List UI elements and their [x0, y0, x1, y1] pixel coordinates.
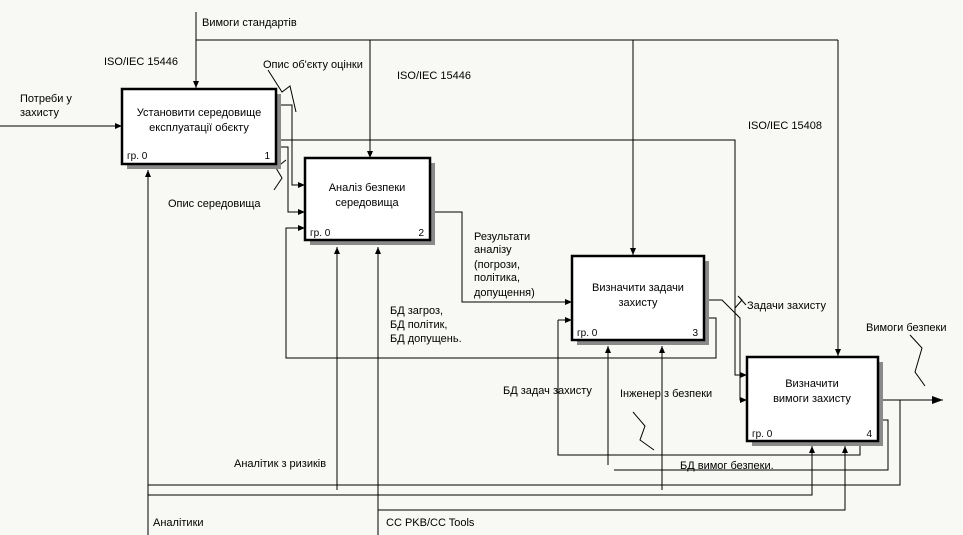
- arrow-analysts-box4: [148, 446, 815, 496]
- box-4-title-2: вимоги захисту: [773, 393, 851, 405]
- box-2[interactable]: [303, 156, 432, 242]
- box-4-number: 4: [866, 429, 872, 440]
- box-3[interactable]: [570, 254, 706, 342]
- box-3-node-ref: гр. 0: [577, 328, 598, 339]
- box-texts: Установити середовище експлуатації обєкт…: [127, 107, 872, 440]
- box-4-node-ref: гр. 0: [752, 429, 773, 440]
- arrow-object-desc: [276, 104, 305, 188]
- box-3-title-1: Визначити задачи: [592, 282, 684, 294]
- box-4[interactable]: [745, 355, 880, 443]
- squiggle-engineer: [632, 411, 655, 451]
- box-4-title-1: Визначити: [785, 378, 839, 390]
- label-security-req: Вимоги безпеки: [866, 322, 947, 334]
- arrow-feedback-box2: [285, 225, 717, 359]
- label-iso-15446-b: ISO/IEC 15446: [397, 70, 471, 82]
- arrow-tools-box4: [378, 446, 848, 511]
- label-results-3: (погрози,: [474, 259, 520, 271]
- box-1-title-1: Установити середовище: [137, 107, 261, 119]
- label-iso-15408: ISO/IEC 15408: [748, 120, 822, 132]
- box-2-title-1: Аналіз безпеки: [329, 182, 406, 194]
- activity-boxes: [120, 87, 883, 446]
- label-protection-needs-2: захисту: [20, 107, 59, 119]
- label-db-threats-3: БД допущень.: [390, 333, 462, 345]
- box-1[interactable]: [120, 87, 278, 166]
- arrow-req-db: [614, 419, 889, 471]
- box-2-title-2: середовища: [335, 197, 399, 209]
- label-db-threats-1: БД загроз,: [390, 305, 443, 317]
- box-1-title-2: експлуатації обєкту: [149, 122, 249, 134]
- arrow-req-return: [148, 400, 901, 486]
- label-security-engineer: Інженер з безпеки: [620, 388, 712, 400]
- label-env-desc: Опис середовища: [168, 198, 261, 210]
- box-3-number: 3: [692, 328, 698, 339]
- label-analysts: Аналітики: [153, 517, 204, 529]
- box-1-node-ref: гр. 0: [127, 151, 148, 162]
- box-2-number: 2: [418, 228, 424, 239]
- label-results-1: Результати: [474, 231, 530, 243]
- arrow-results: [430, 211, 572, 305]
- label-db-tasks: БД задач захисту: [503, 385, 592, 397]
- label-protection-tasks: Задачи захисту: [747, 300, 826, 312]
- label-db-req: БД вимог безпеки.: [680, 460, 774, 472]
- label-results-4: політика,: [474, 272, 520, 284]
- label-protection-needs-1: Потреби у: [20, 93, 72, 105]
- label-results-2: аналізу: [474, 244, 512, 256]
- label-results-5: допущення): [474, 287, 535, 299]
- arrow-box1-to-box4: [276, 139, 747, 378]
- label-risk-analyst: Аналітик з ризиків: [234, 458, 326, 470]
- squiggle-security-req: [909, 334, 926, 387]
- label-object-desc: Опис об'єкту оцінки: [263, 59, 363, 71]
- label-tools: CC PKB/CC Tools: [386, 517, 475, 529]
- arrow-env-desc: [276, 146, 305, 215]
- box-1-number: 1: [264, 151, 270, 162]
- box-3-title-2: захисту: [619, 297, 658, 309]
- label-standards-req: Вимоги стандартів: [202, 17, 297, 29]
- squiggle-tasks: [734, 295, 747, 309]
- label-db-threats-2: БД політик,: [390, 319, 447, 331]
- box-2-node-ref: гр. 0: [310, 228, 331, 239]
- label-iso-15446-a: ISO/IEC 15446: [104, 56, 178, 68]
- arrow-protection-tasks: [704, 299, 747, 403]
- squiggle-object-desc: [267, 69, 297, 113]
- arrow-labels: Вимоги стандартів ISO/IEC 15446 Опис об'…: [20, 17, 947, 529]
